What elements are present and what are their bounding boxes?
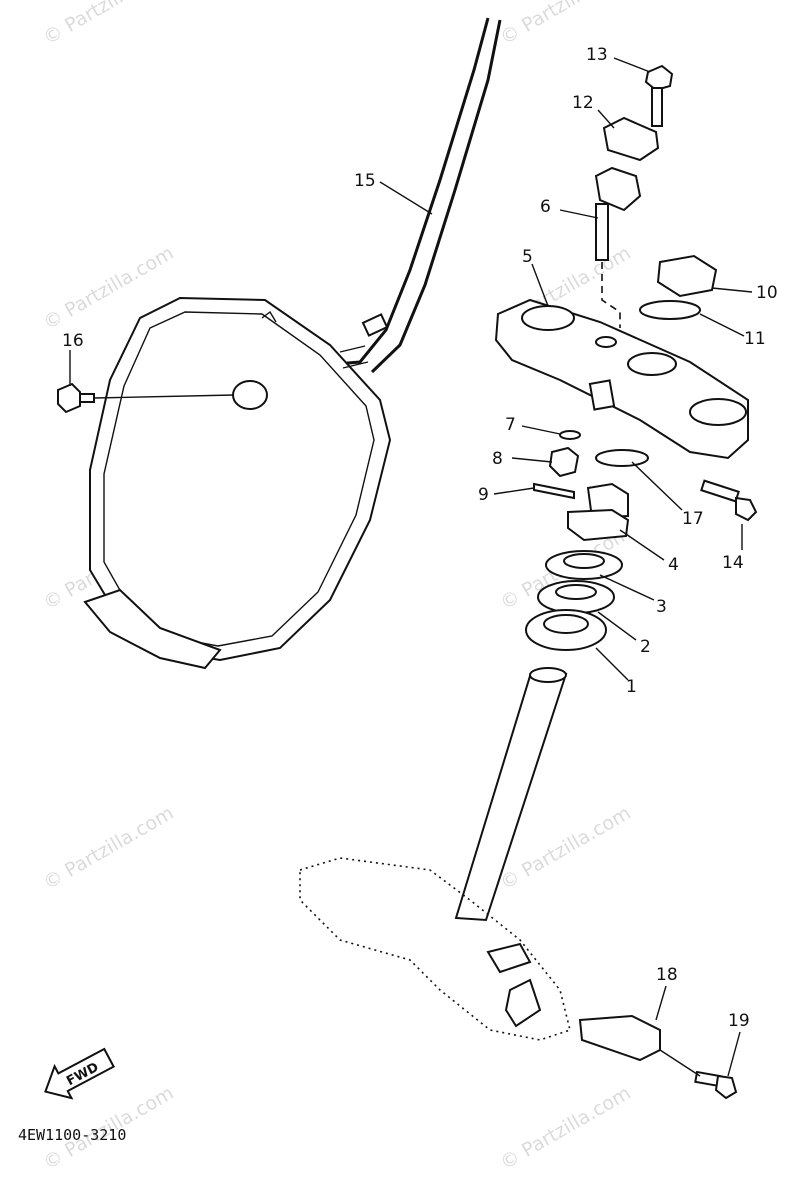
callout-12: 12 [572,93,594,113]
callout-15: 15 [354,171,376,191]
lower-bracket-outline [299,857,571,1041]
washer-17 [595,449,649,467]
callout-13: 13 [586,45,608,65]
callout-5: 5 [522,247,533,267]
cotter-pin-9 [533,482,575,500]
number-plate [83,17,502,670]
callout-10: 10 [756,283,778,303]
nut-8 [548,446,580,478]
washer-11 [639,300,701,320]
steering-stem [454,667,568,922]
ring-nut-4 [567,482,630,542]
oil-seal-1 [525,609,607,651]
callout-8: 8 [492,449,503,469]
bolt-16 [57,382,235,414]
callout-9: 9 [478,485,489,505]
callout-14: 14 [722,553,744,573]
upper-bracket-5 [494,298,749,460]
watermark: © Partzilla.com [40,0,178,49]
watermark: © Partzilla.com [497,1082,635,1174]
callout-1: 1 [626,677,637,697]
nut-10 [656,254,718,298]
bolt-13 [644,64,674,127]
callout-6: 6 [540,197,551,217]
callout-4: 4 [668,555,679,575]
diagram-code: 4EW1100-3210 [18,1126,126,1144]
watermark: © Partzilla.com [40,802,178,894]
fwd-arrow: FWD [44,1047,116,1100]
assembly-line [601,262,621,328]
callout-17: 17 [682,509,704,529]
cable-guide-18 [578,1014,661,1062]
callout-19: 19 [728,1011,750,1031]
callout-7: 7 [505,415,516,435]
lower-bracket-clamp [486,942,542,1028]
handlebar-holder-6 [594,166,642,261]
pin-7 [559,430,581,440]
bearing-race-2 [537,580,615,614]
bearing-3 [545,550,623,580]
callout-18: 18 [656,965,678,985]
callout-labels: 13 12 6 10 5 11 15 16 7 8 9 17 14 4 3 2 … [62,45,778,1031]
leader-lines [69,57,753,1077]
callout-2: 2 [640,637,651,657]
watermark: © Partzilla.com [497,0,635,49]
callout-3: 3 [656,597,667,617]
callout-11: 11 [744,329,766,349]
callout-16: 16 [62,331,84,351]
bolt-14 [700,479,758,522]
bolt-19 [694,1070,738,1100]
handlebar-cap-12 [602,116,660,162]
